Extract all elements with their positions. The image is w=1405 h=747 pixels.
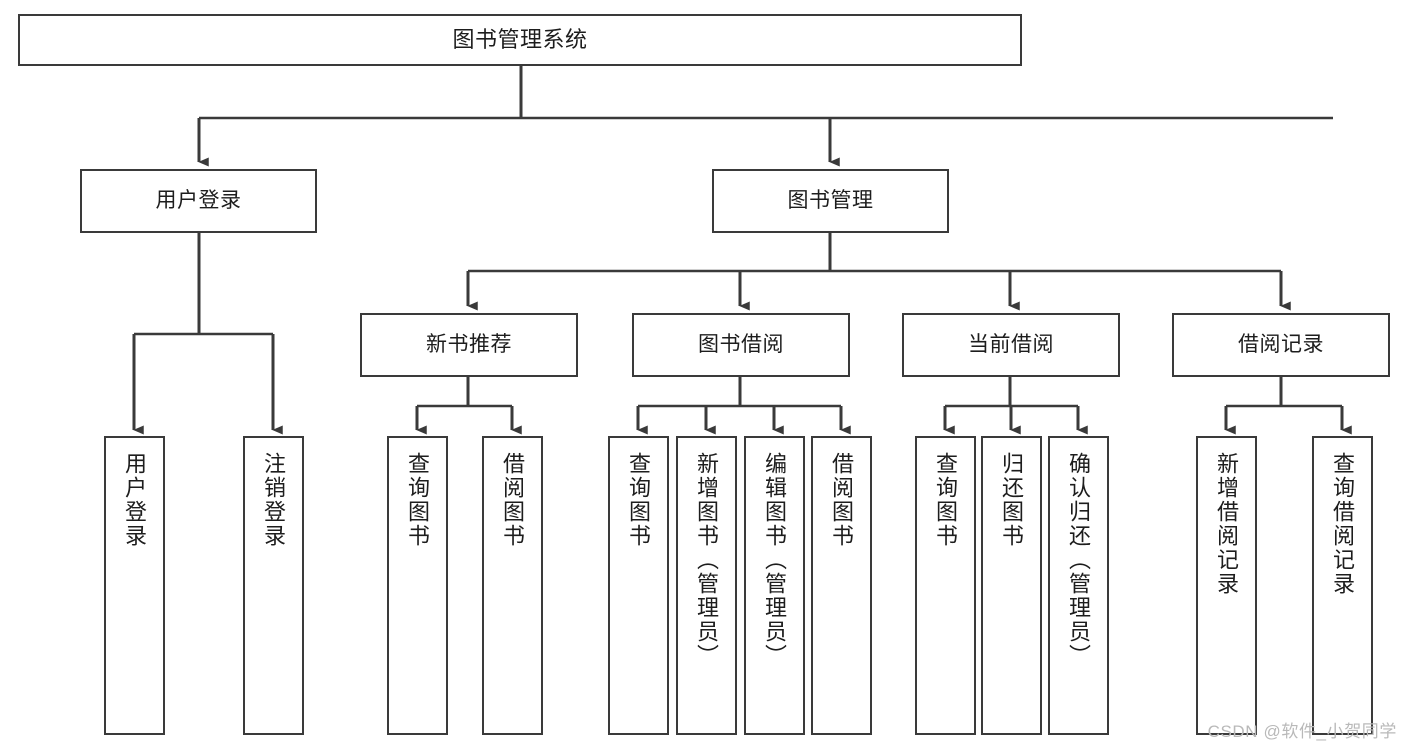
node-label: 查询图书: [405, 452, 431, 548]
node-label: 确认归还（管理员）: [1066, 452, 1092, 668]
node-label: 新增图书（管理员）: [694, 452, 720, 668]
node-book-borrow[interactable]: 图书借阅: [632, 313, 850, 377]
leaf-query-book-borrow[interactable]: 查询图书: [608, 436, 669, 735]
node-new-book-recommend[interactable]: 新书推荐: [360, 313, 578, 377]
leaf-add-borrow-record[interactable]: 新增借阅记录: [1196, 436, 1257, 735]
leaf-logout[interactable]: 注销登录: [243, 436, 304, 735]
node-label: 归还图书: [999, 452, 1025, 548]
node-root-system[interactable]: 图书管理系统: [18, 14, 1022, 66]
leaf-confirm-return-admin[interactable]: 确认归还（管理员）: [1048, 436, 1109, 735]
node-label: 图书管理: [787, 188, 874, 212]
node-label: 查询借阅记录: [1330, 452, 1356, 596]
node-label: 查询图书: [933, 452, 959, 548]
leaf-add-book-admin[interactable]: 新增图书（管理员）: [676, 436, 737, 735]
node-label: 借阅记录: [1238, 332, 1324, 356]
leaf-edit-book-admin[interactable]: 编辑图书（管理员）: [744, 436, 805, 735]
node-label: 新书推荐: [426, 332, 512, 356]
node-label: 注销登录: [261, 452, 287, 548]
node-label: 借阅图书: [500, 452, 526, 548]
node-current-borrow[interactable]: 当前借阅: [902, 313, 1120, 377]
node-label: 编辑图书（管理员）: [762, 452, 788, 668]
watermark-text: CSDN @软件_小贺同学: [1207, 722, 1397, 741]
leaf-borrow-book[interactable]: 借阅图书: [811, 436, 872, 735]
node-borrow-record[interactable]: 借阅记录: [1172, 313, 1390, 377]
leaf-borrow-book-recommend[interactable]: 借阅图书: [482, 436, 543, 735]
node-user-login[interactable]: 用户登录: [80, 169, 317, 233]
leaf-return-book[interactable]: 归还图书: [981, 436, 1042, 735]
node-book-management[interactable]: 图书管理: [712, 169, 949, 233]
leaf-query-book-recommend[interactable]: 查询图书: [387, 436, 448, 735]
node-label: 查询图书: [626, 452, 652, 548]
node-label: 用户登录: [122, 452, 148, 548]
node-label: 图书管理系统: [452, 27, 588, 53]
leaf-user-login[interactable]: 用户登录: [104, 436, 165, 735]
leaf-query-book-current[interactable]: 查询图书: [915, 436, 976, 735]
node-label: 当前借阅: [968, 332, 1054, 356]
node-label: 图书借阅: [698, 332, 784, 356]
node-label: 借阅图书: [829, 452, 855, 548]
leaf-query-borrow-record[interactable]: 查询借阅记录: [1312, 436, 1373, 735]
node-label: 新增借阅记录: [1214, 452, 1240, 596]
node-label: 用户登录: [155, 188, 242, 212]
